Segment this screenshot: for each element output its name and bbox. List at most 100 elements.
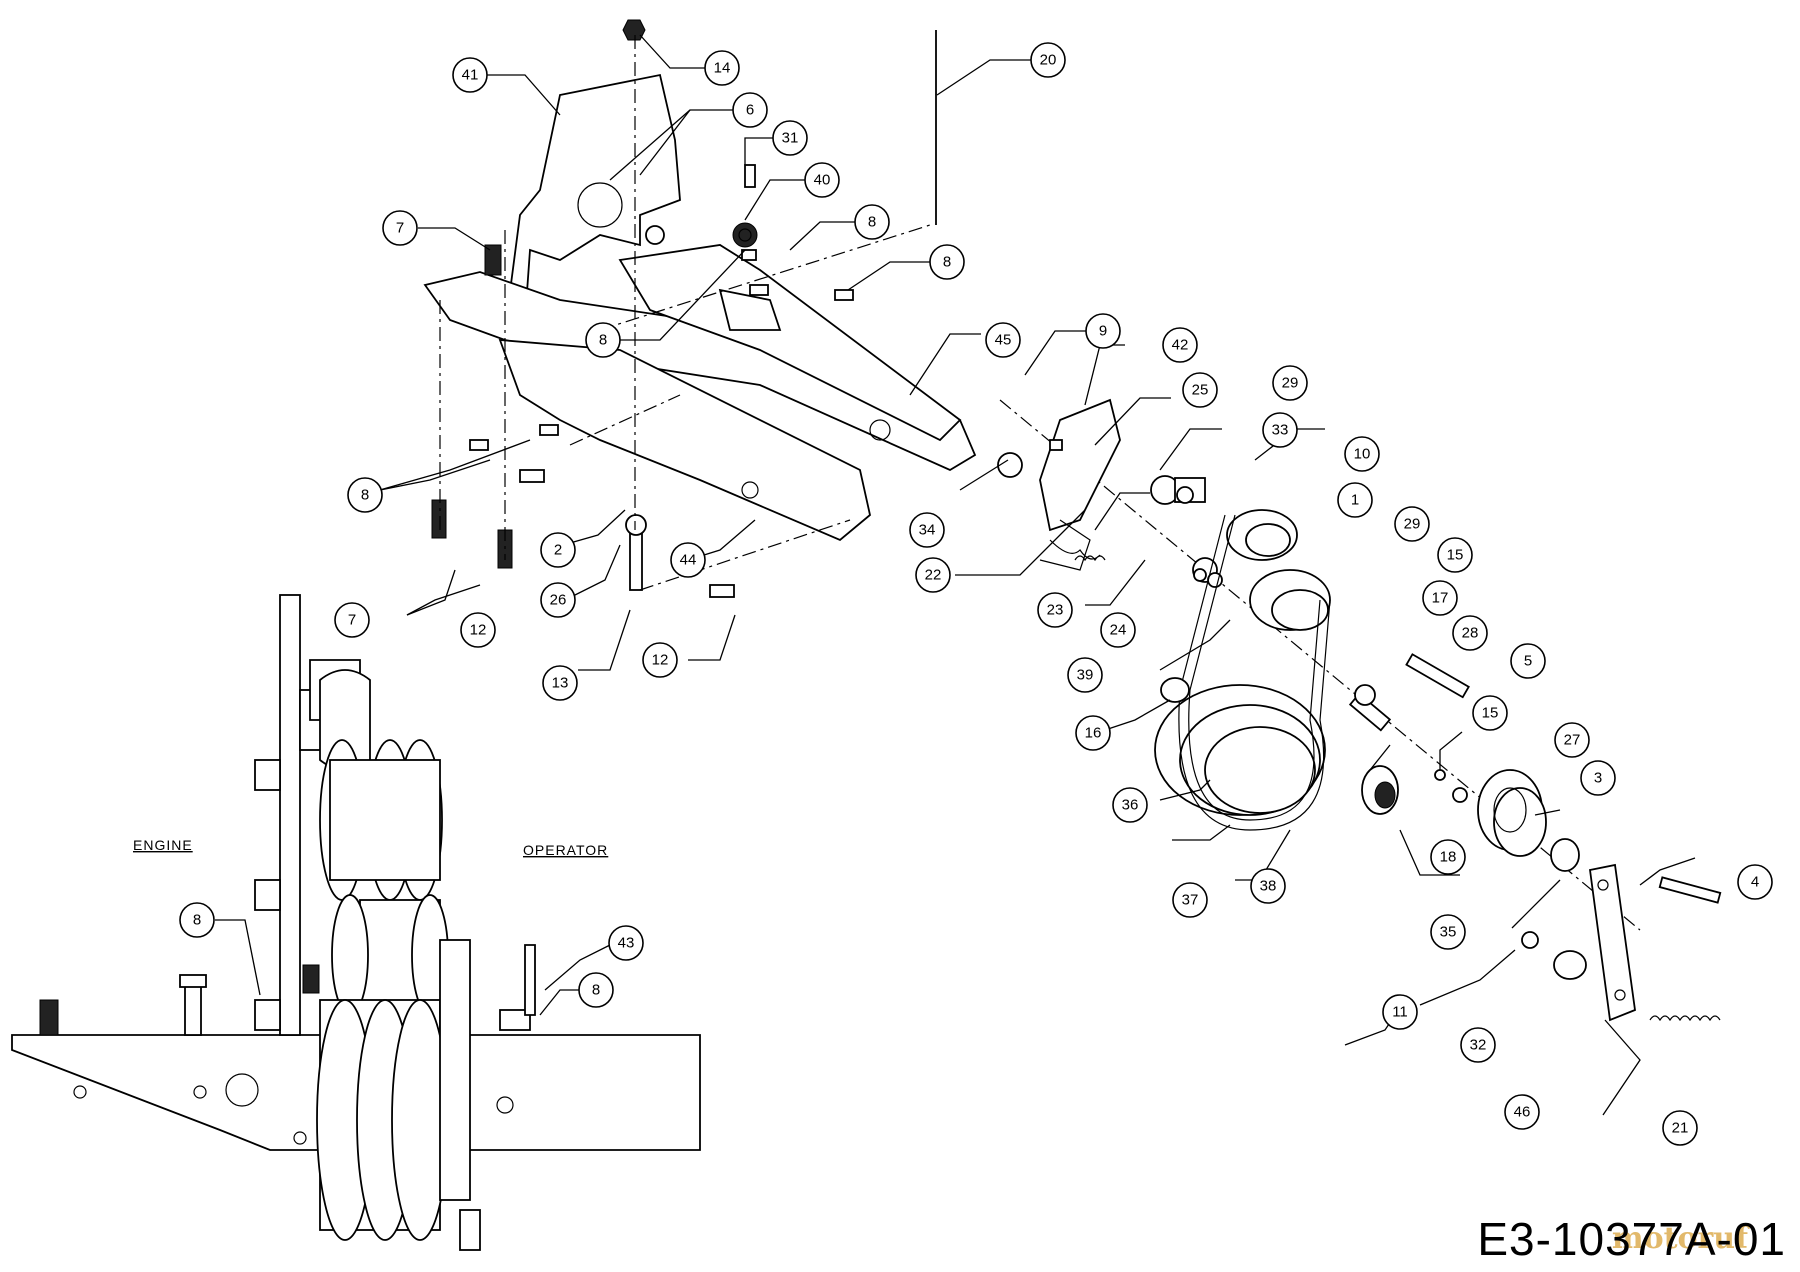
svg-text:35: 35 (1440, 924, 1457, 941)
svg-text:31: 31 (782, 130, 799, 147)
callout-9: 9 (1085, 313, 1121, 349)
callout-2: 2 (540, 532, 576, 568)
callout-8-d: 8 (347, 477, 383, 513)
callout-13: 13 (542, 665, 578, 701)
chassis-bracket (423, 73, 977, 542)
pulley-assembly (997, 398, 1722, 1022)
callout-11: 11 (1382, 994, 1418, 1030)
svg-text:1: 1 (1351, 492, 1359, 509)
callout-33: 33 (1262, 412, 1298, 448)
svg-text:45: 45 (995, 332, 1012, 349)
callout-38: 38 (1250, 868, 1286, 904)
svg-text:44: 44 (680, 552, 697, 569)
callout-31: 31 (772, 120, 808, 156)
svg-text:8: 8 (361, 487, 369, 504)
callout-3: 3 (1580, 760, 1616, 796)
svg-text:21: 21 (1672, 1120, 1689, 1137)
callout-15-b: 15 (1472, 695, 1508, 731)
svg-text:3: 3 (1594, 770, 1602, 787)
callout-21: 21 (1662, 1110, 1698, 1146)
callout-16: 16 (1075, 715, 1111, 751)
callout-45: 45 (985, 322, 1021, 358)
svg-text:17: 17 (1432, 590, 1449, 607)
callout-8-b: 8 (929, 244, 965, 280)
callout-37: 37 (1172, 882, 1208, 918)
svg-text:18: 18 (1440, 849, 1457, 866)
engine-label: ENGINE (133, 837, 193, 853)
svg-text:15: 15 (1447, 547, 1464, 564)
svg-text:12: 12 (470, 622, 487, 639)
callout-35: 35 (1430, 914, 1466, 950)
callout-12-b: 12 (642, 642, 678, 678)
callout-14: 14 (704, 50, 740, 86)
svg-text:7: 7 (396, 220, 404, 237)
operator-label: OPERATOR (523, 842, 608, 858)
svg-text:23: 23 (1047, 602, 1064, 619)
svg-text:4: 4 (1751, 874, 1759, 891)
svg-text:29: 29 (1404, 516, 1421, 533)
svg-text:13: 13 (552, 675, 569, 692)
callout-46: 46 (1504, 1094, 1540, 1130)
svg-text:37: 37 (1182, 892, 1199, 909)
callout-8-a: 8 (854, 204, 890, 240)
callout-22: 22 (915, 557, 951, 593)
svg-text:12: 12 (652, 652, 669, 669)
callout-15-a: 15 (1437, 537, 1473, 573)
svg-text:29: 29 (1282, 375, 1299, 392)
svg-text:39: 39 (1077, 667, 1094, 684)
svg-text:26: 26 (550, 592, 567, 609)
svg-text:9: 9 (1099, 323, 1107, 340)
svg-text:36: 36 (1122, 797, 1139, 814)
callout-44: 44 (670, 542, 706, 578)
callout-5: 5 (1510, 643, 1546, 679)
svg-text:22: 22 (925, 567, 942, 584)
callout-10: 10 (1344, 436, 1380, 472)
callout-20: 20 (1030, 42, 1066, 78)
svg-text:14: 14 (714, 60, 731, 77)
svg-text:24: 24 (1110, 622, 1127, 639)
callout-36: 36 (1112, 787, 1148, 823)
callout-29-b: 29 (1394, 506, 1430, 542)
svg-text:8: 8 (193, 912, 201, 929)
callout-27: 27 (1554, 722, 1590, 758)
svg-text:15: 15 (1482, 705, 1499, 722)
svg-text:43: 43 (618, 935, 635, 952)
svg-text:40: 40 (814, 172, 831, 189)
callout-32: 32 (1460, 1027, 1496, 1063)
callout-23: 23 (1037, 592, 1073, 628)
svg-text:7: 7 (348, 612, 356, 629)
svg-text:41: 41 (462, 67, 479, 84)
svg-text:34: 34 (919, 522, 936, 539)
callout-1: 1 (1337, 482, 1373, 518)
callout-24: 24 (1100, 612, 1136, 648)
svg-text:38: 38 (1260, 878, 1277, 895)
callout-34: 34 (909, 512, 945, 548)
callout-8-c: 8 (585, 322, 621, 358)
svg-text:10: 10 (1354, 446, 1371, 463)
callout-40: 40 (804, 162, 840, 198)
svg-text:6: 6 (746, 102, 754, 119)
svg-text:28: 28 (1462, 625, 1479, 642)
callout-39: 39 (1067, 657, 1103, 693)
svg-text:8: 8 (868, 214, 876, 231)
svg-text:16: 16 (1085, 725, 1102, 742)
assembled-side-view (11, 594, 701, 1251)
callout-26: 26 (540, 582, 576, 618)
callout-7: 7 (382, 210, 418, 246)
svg-text:32: 32 (1470, 1037, 1487, 1054)
callout-29-a: 29 (1272, 365, 1308, 401)
callout-41: 41 (452, 57, 488, 93)
svg-text:8: 8 (592, 982, 600, 999)
centerlines-upper (439, 35, 1641, 931)
svg-text:25: 25 (1192, 382, 1209, 399)
callout-6: 6 (732, 92, 768, 128)
svg-text:42: 42 (1172, 337, 1189, 354)
callout-28: 28 (1452, 615, 1488, 651)
svg-text:8: 8 (599, 332, 607, 349)
callout-8-f: 8 (578, 972, 614, 1008)
callout-4: 4 (1737, 864, 1773, 900)
watermark-logo: motoruf (1611, 1221, 1748, 1256)
svg-text:8: 8 (943, 254, 951, 271)
svg-text:20: 20 (1040, 52, 1057, 69)
